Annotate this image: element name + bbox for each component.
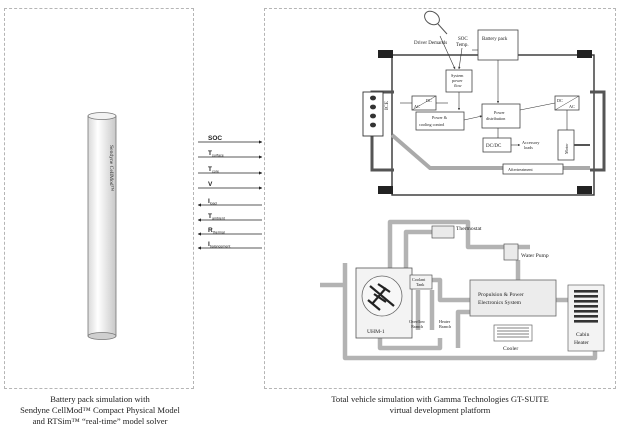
dc-ac-right-ac: AC xyxy=(569,104,575,109)
thermostat-box xyxy=(431,225,455,239)
system-power-flow-label-3: flow xyxy=(454,83,462,88)
cooler-fins-icon xyxy=(497,327,529,338)
water-pump-label: Water Pump xyxy=(521,253,549,259)
propulsion-system-box xyxy=(469,279,557,317)
dc-ac-right-dc: DC xyxy=(557,98,563,103)
power-distribution-label-1: Power xyxy=(494,110,505,115)
wheel-icon xyxy=(378,50,592,194)
signal-label-4: Iload xyxy=(208,198,217,206)
battery-pack-box xyxy=(477,29,519,61)
dc-dc-label: DC/DC xyxy=(486,144,502,149)
battery-simulation-caption: Battery pack simulation with Sendyne Cel… xyxy=(0,394,200,427)
soc-temp-label-2: Temp. xyxy=(456,43,469,48)
signal-label-1: Tsurface xyxy=(208,150,224,158)
accessory-loads-label-2: loads xyxy=(524,145,533,150)
right-caption-line-2: virtual development platform xyxy=(389,405,491,415)
thermal-management-diagram: Thermostat Water Pump UHM-1 Coolant Tank… xyxy=(320,219,605,361)
system-power-flow-label-2: power xyxy=(452,78,463,83)
power-distribution-label-2: distribution xyxy=(486,116,506,121)
battery-pack-label: Battery pack xyxy=(482,37,508,42)
cabin-heater-label-1: Cabin xyxy=(576,332,590,338)
dc-ac-left-dc: DC xyxy=(426,98,432,103)
left-caption-line-2: Sendyne CellMod™ Compact Physical Model xyxy=(20,405,180,415)
dc-ac-left-ac: AC xyxy=(414,104,420,109)
water-pump-box xyxy=(503,243,519,261)
vehicle-architecture-diagram: Driver Demands SOC Temp. Battery pack Sy… xyxy=(362,10,606,196)
heater-branch-label-1: Heater xyxy=(439,319,451,324)
signal-label-6: Rthermal xyxy=(208,227,225,235)
propulsion-label-2: Electronics System xyxy=(478,300,522,306)
aftertreatment-box xyxy=(502,163,564,175)
left-caption-line-1: Battery pack simulation with xyxy=(50,394,150,404)
accessory-loads-label-1: Accessory xyxy=(522,140,540,145)
coolant-tank-box xyxy=(409,274,433,290)
heat-exchanger-icon xyxy=(367,283,395,311)
soc-temp-label: SOC xyxy=(458,37,468,42)
signal-label-3: V xyxy=(208,181,213,188)
battery-cell-icon xyxy=(87,112,117,340)
power-cooling-label-2: cooling control xyxy=(419,122,445,127)
coolant-tank-label-2: Tank xyxy=(416,282,425,287)
uhm-label: UHM-1 xyxy=(367,329,385,335)
cylinder-icon xyxy=(370,95,376,128)
signal-label-0: SOC xyxy=(208,135,222,142)
vehicle-simulation-panel xyxy=(264,8,616,389)
left-caption-line-3: and RTSim™ “real-time” model solver xyxy=(32,416,168,426)
cooler-label: Cooler xyxy=(503,346,518,352)
heater-branch-label-2: Branch xyxy=(439,324,452,329)
power-distribution-box xyxy=(481,103,521,129)
propulsion-label-1: Propulsion & Power xyxy=(478,292,524,298)
vehicle-simulation-caption: Total vehicle simulation with Gamma Tech… xyxy=(262,394,618,416)
power-cooling-label-1: Power & xyxy=(432,115,448,120)
driver-demands-label: Driver Demands xyxy=(414,41,447,46)
heater-core-icon xyxy=(574,290,598,323)
cooler-box xyxy=(493,324,533,342)
overflow-branch-label-1: Overflow xyxy=(409,319,425,324)
cell-label: Sendyne CellMod™ xyxy=(108,145,114,192)
system-power-flow-label-1: System xyxy=(451,73,464,78)
motor-label: Motor xyxy=(564,143,569,154)
battery-simulation-panel xyxy=(4,8,194,389)
aftertreatment-label: Aftertreatment xyxy=(508,167,533,172)
signal-label-5: Tambient xyxy=(208,213,225,221)
coolant-tank-label-1: Coolant xyxy=(412,277,426,282)
overflow-branch-label-2: Branch xyxy=(411,324,424,329)
cabin-heater-label-2: Heater xyxy=(574,340,589,346)
steering-wheel-icon xyxy=(424,10,448,35)
ice-label: ICE xyxy=(384,100,390,110)
thermostat-label: Thermostat xyxy=(456,226,482,232)
power-cooling-control-box xyxy=(415,111,465,131)
right-caption-line-1: Total vehicle simulation with Gamma Tech… xyxy=(331,394,549,404)
signal-label-2: Tcore xyxy=(208,166,219,174)
signal-label-7: Ibalancement xyxy=(208,241,230,249)
